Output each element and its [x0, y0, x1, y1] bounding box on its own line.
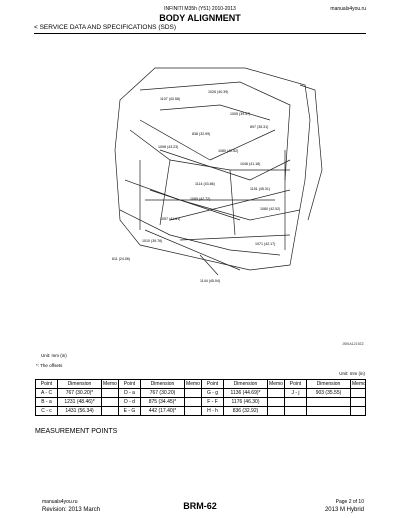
svg-text:838 (32.99): 838 (32.99): [192, 132, 210, 136]
diagram-unit-note: Unit: mm (in): [41, 353, 67, 358]
svg-text:611 (24.06): 611 (24.06): [112, 257, 130, 261]
body-alignment-diagram: 1107 (43.58) 1026 (40.39) 1005 (39.57) 8…: [112, 67, 323, 283]
measurement-points-heading: MEASUREMENT POINTS: [35, 428, 118, 435]
table-row: C - c 1431 (56.34) E - G 442 (17.40)* H …: [35, 406, 366, 416]
table-unit-note: Unit: mm (in): [339, 371, 365, 376]
page-code: BRM-62: [183, 501, 217, 511]
svg-text:897 (35.31): 897 (35.31): [250, 125, 268, 129]
offsets-note: *: The offsets: [36, 363, 63, 368]
svg-text:1026 (40.39): 1026 (40.39): [208, 90, 228, 94]
section-breadcrumb[interactable]: < SERVICE DATA AND SPECIFICATIONS (SDS): [34, 24, 177, 31]
svg-text:1098 (43.23): 1098 (43.23): [158, 145, 178, 149]
header-divider: [34, 33, 366, 34]
diagram-code: JSKIA1219ZZ: [342, 342, 364, 346]
table-header-row: Point Dimension Memo Point Dimension Mem…: [35, 379, 366, 389]
footer-revision: Revision: 2013 March: [42, 507, 101, 513]
dimensions-table: Point Dimension Memo Point Dimension Mem…: [35, 379, 366, 416]
svg-text:1057 (41.61): 1057 (41.61): [160, 217, 180, 221]
svg-text:1114 (43.86): 1114 (43.86): [195, 182, 215, 186]
page-number: Page 2 of 10: [335, 499, 364, 505]
page-title: BODY ALIGNMENT: [159, 13, 241, 23]
footer-site: manuals4you.ru: [42, 499, 78, 505]
svg-text:1080 (42.52): 1080 (42.52): [218, 149, 238, 153]
svg-text:1144 (45.04): 1144 (45.04): [200, 279, 220, 283]
svg-text:1046 (41.18): 1046 (41.18): [240, 162, 260, 166]
svg-text:1071 (42.17): 1071 (42.17): [255, 242, 275, 246]
svg-text:1080 (42.52): 1080 (42.52): [260, 207, 280, 211]
svg-text:1010 (39.76): 1010 (39.76): [142, 239, 162, 243]
svg-text:1151 (45.31): 1151 (45.31): [250, 187, 270, 191]
svg-text:1005 (39.57): 1005 (39.57): [230, 112, 250, 116]
footer-model: 2013 M Hybrid: [324, 507, 364, 513]
book-title: INFINITI M35h (Y51) 2010-2013: [164, 6, 236, 12]
table-row: A - C 767 (30.20)* D - a 767 (30.20) G -…: [35, 388, 366, 398]
svg-text:1085 (42.72): 1085 (42.72): [190, 197, 210, 201]
table-row: B - a 1231 (48.46)* D - d 875 (34.45)* F…: [35, 397, 366, 407]
site-watermark: manuals4you.ru: [330, 6, 366, 12]
svg-text:1107 (43.58): 1107 (43.58): [160, 97, 180, 101]
